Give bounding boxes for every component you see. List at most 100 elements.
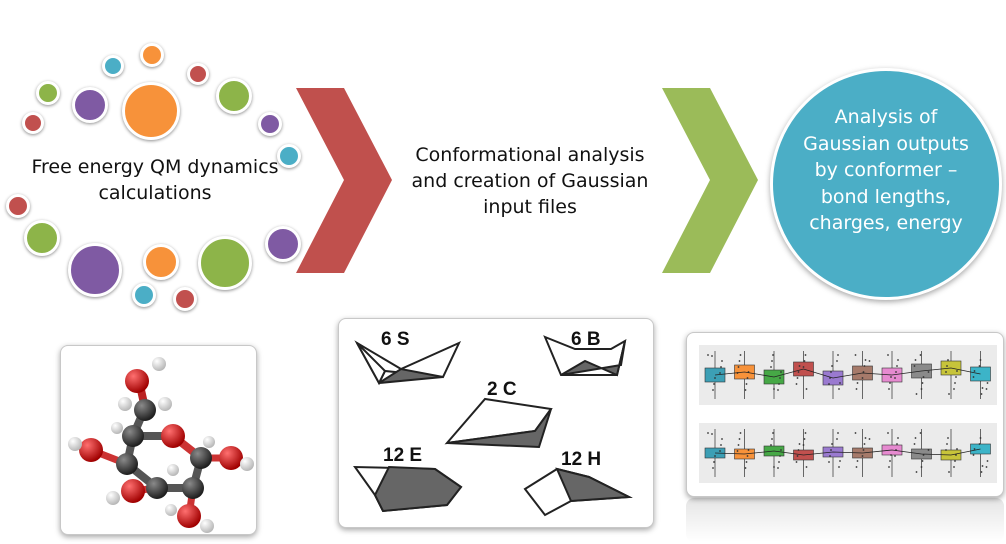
boxplot-point — [956, 448, 958, 450]
boxplot-point — [721, 360, 723, 362]
boxplot-point — [779, 377, 781, 379]
boxplot-point — [972, 376, 975, 378]
boxplot-point — [973, 370, 976, 372]
boxplot-point — [713, 461, 715, 463]
boxplot-point — [747, 449, 750, 451]
boxplot-point — [855, 388, 858, 390]
chevron-right-icon — [662, 88, 758, 273]
boxplot-trend-line — [714, 448, 981, 456]
boxplot-point — [897, 359, 899, 361]
boxplot-point — [897, 437, 899, 439]
boxplot-point — [836, 360, 838, 362]
boxplot-point — [956, 370, 958, 372]
boxplot-point — [973, 448, 976, 450]
bubble-dot — [36, 81, 60, 105]
boxplot-point — [745, 461, 748, 463]
boxplot-point — [744, 389, 747, 391]
boxplot-point — [795, 383, 798, 385]
boxplot-point — [954, 460, 956, 462]
boxplot-point — [921, 460, 924, 462]
boxplot-point — [955, 376, 957, 378]
bubble-dot — [265, 226, 301, 262]
boxplot-point — [838, 466, 840, 468]
boxplot-point — [947, 359, 949, 361]
boxplot-point — [927, 449, 930, 451]
boxplot-point — [771, 438, 773, 440]
bubble-dot — [173, 287, 197, 311]
boxplot-point — [777, 389, 779, 391]
boxplot-point — [946, 365, 948, 367]
boxplot-point — [831, 443, 833, 445]
boxplot-point — [737, 444, 740, 446]
boxplot-point — [919, 354, 922, 356]
boxplot-point — [803, 360, 806, 362]
boxplot-point — [927, 371, 930, 373]
conformer-label-6b: 6 B — [571, 329, 601, 350]
boxplot-point — [922, 454, 925, 456]
boxplot-point — [739, 354, 742, 356]
boxplot-point — [894, 455, 896, 457]
bubble-dot — [24, 220, 60, 256]
boxplot-point — [986, 460, 989, 462]
boxplot-point — [856, 382, 859, 384]
boxplot-point — [839, 460, 841, 462]
boxplot-point — [738, 360, 741, 362]
boxplot-point — [804, 432, 807, 434]
boxplot-point — [948, 471, 950, 473]
boxplot-point — [887, 432, 889, 434]
boxplot-point — [839, 382, 841, 384]
bubble-dot — [6, 194, 30, 218]
bubble-dot — [216, 78, 252, 114]
boxplot-point — [744, 467, 747, 469]
boxplot-point — [745, 383, 748, 385]
boxplot-point — [920, 388, 923, 390]
boxplot-point — [981, 387, 984, 389]
boxplot-point — [868, 438, 871, 440]
boxplot-point — [981, 465, 984, 467]
boxplot-thumbnail — [699, 345, 997, 483]
boxplot-point — [798, 443, 801, 445]
boxplot-point — [771, 360, 773, 362]
boxplot-point — [896, 365, 898, 367]
boxplot-point — [746, 377, 749, 379]
boxplot-point — [913, 443, 916, 445]
boxplot-point — [887, 354, 889, 356]
boxplot-point — [778, 383, 780, 385]
boxplot-point — [720, 444, 722, 446]
bubble-dot — [277, 144, 301, 168]
boxplot-point — [837, 432, 839, 434]
boxplot-point — [856, 460, 859, 462]
chevron-right-icon — [296, 88, 392, 273]
boxplot-point — [773, 466, 775, 468]
conformer-label-12h: 12 H — [561, 449, 602, 470]
boxplot-point — [711, 433, 713, 435]
boxplot-point — [797, 449, 800, 451]
boxplot-point — [714, 455, 716, 457]
boxplot-point — [864, 359, 867, 361]
boxplot-point — [914, 437, 917, 439]
conformer-shapes — [353, 335, 633, 517]
boxplot-point — [804, 354, 807, 356]
boxplot-point — [979, 437, 982, 439]
boxplot-point — [913, 365, 916, 367]
boxplot-point — [796, 377, 799, 379]
bubble-dot — [198, 236, 252, 290]
boxplot-point — [890, 454, 892, 456]
conformer-label-6s: 6 S — [381, 329, 410, 350]
boxplot-point — [802, 444, 805, 446]
boxplot-point — [861, 455, 864, 457]
bubble-dot — [102, 55, 124, 77]
boxplot-point — [954, 382, 956, 384]
boxplot-point — [805, 466, 808, 468]
boxplot-point — [978, 365, 981, 367]
boxplot-point — [798, 365, 801, 367]
boxplot-point — [736, 450, 739, 452]
bubble-dot — [68, 243, 122, 297]
boxplot-point — [979, 359, 982, 361]
bubble-dot — [132, 283, 156, 307]
boxplot-point — [894, 377, 896, 379]
boxplot-point — [773, 388, 775, 390]
boxplot-point — [862, 371, 865, 373]
boxplot-point — [920, 466, 923, 468]
